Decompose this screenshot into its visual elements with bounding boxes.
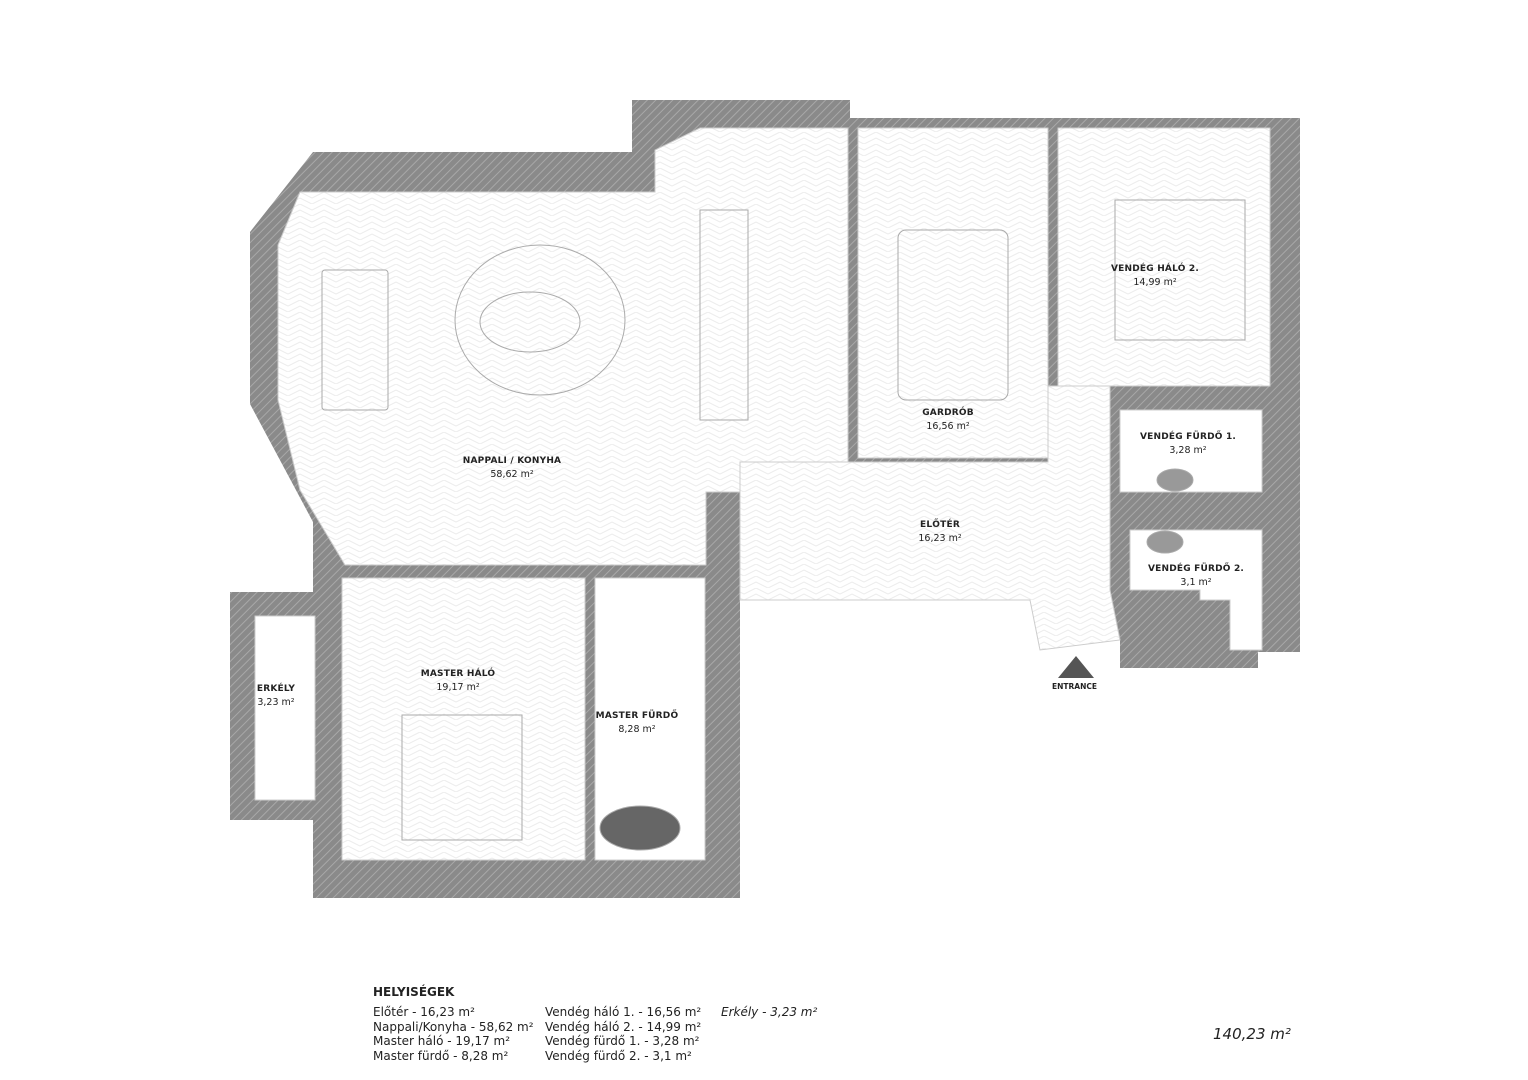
- washbasin-2: [1146, 530, 1184, 554]
- room-eloter: [739, 385, 1121, 651]
- kitchen-island: [699, 209, 749, 421]
- legend-item: Erkély - 3,23 m²: [721, 1005, 818, 1019]
- legend: HELYISÉGEK Előtér - 16,23 m² Nappali/Kon…: [373, 985, 817, 1063]
- bed-master: [401, 714, 523, 841]
- entrance-label: ENTRANCE: [1052, 682, 1097, 691]
- room-vendeg-halo-2: [1057, 127, 1271, 387]
- room-master-halo: [341, 577, 586, 861]
- label-vendeg-furdo-2: VENDÉG FÜRDŐ 2.3,1 m²: [1147, 564, 1245, 588]
- legend-item: Vendég fürdő 2. - 3,1 m²: [545, 1048, 692, 1063]
- label-vendeg-furdo-1: VENDÉG FÜRDŐ 1.3,28 m²: [1139, 432, 1237, 456]
- legend-item: Előtér - 16,23 m²: [373, 1005, 475, 1019]
- legend-item: Vendég fürdő 1. - 3,28 m²: [545, 1034, 700, 1048]
- bed-guest: [1114, 199, 1246, 341]
- legend-item: Vendég háló 2. - 14,99 m²: [545, 1019, 702, 1034]
- sofa: [454, 244, 626, 396]
- washbasin-1: [1156, 468, 1194, 492]
- entrance-arrow-icon: [1058, 656, 1094, 678]
- room-nappali-konyha: [277, 127, 849, 566]
- label-vendeg-halo-2: VENDÉG HÁLÓ 2.14,99 m²: [1111, 264, 1199, 288]
- room-erkely: [254, 615, 316, 801]
- legend-item: Nappali/Konyha - 58,62 m²: [373, 1019, 534, 1034]
- room-gardrob: [857, 127, 1049, 459]
- wardrobe-island: [897, 229, 1009, 401]
- total-area: 140,23 m²: [1213, 1025, 1291, 1043]
- legend-item: Vendég háló 1. - 16,56 m²: [545, 1005, 702, 1019]
- coffee-table: [479, 291, 581, 353]
- dining-table: [321, 269, 389, 411]
- legend-item: Master fürdő - 8,28 m²: [373, 1048, 509, 1063]
- bathtub: [599, 805, 681, 851]
- legend-item: Master háló - 19,17 m²: [373, 1034, 511, 1048]
- room-vendeg-furdo-2: [1129, 529, 1263, 651]
- legend-title: HELYISÉGEK: [373, 985, 455, 999]
